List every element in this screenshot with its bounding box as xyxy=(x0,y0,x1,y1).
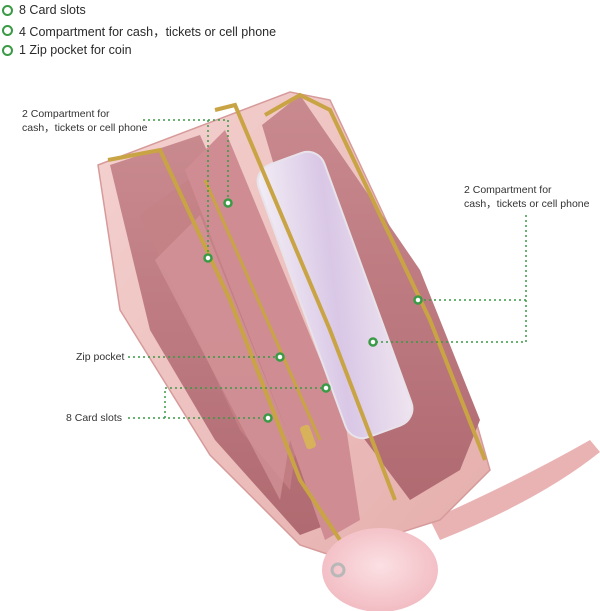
callout-compartment-left: 2 Compartment for cash，tickets or cell p… xyxy=(22,108,148,134)
callout-line-compartment-right-b xyxy=(373,300,527,343)
callout-line-compartment-left-b xyxy=(208,119,229,203)
pompom xyxy=(322,528,438,611)
zipper-right xyxy=(264,92,487,461)
callout-dots xyxy=(203,198,423,423)
callout-dot xyxy=(368,337,378,347)
callout-compartment-right: 2 Compartment for cash，tickets or cell p… xyxy=(464,184,590,210)
callout-card-slots: 8 Card slots xyxy=(66,412,123,424)
callout-lines xyxy=(128,119,527,419)
card-slot-layer xyxy=(155,215,290,500)
zip-pocket-zipper xyxy=(203,179,322,441)
feature-item: 4 Compartment for cash，tickets or cell p… xyxy=(2,20,276,40)
callout-line-card-slots-b xyxy=(164,387,326,418)
zipper-outer xyxy=(107,147,342,542)
callout-dot xyxy=(263,413,273,423)
feature-item: 1 Zip pocket for coin xyxy=(2,40,276,60)
phone xyxy=(256,150,414,440)
callout-dot xyxy=(203,253,213,263)
zipper-pull xyxy=(300,424,316,450)
feature-item: 8 Card slots xyxy=(2,0,276,20)
callout-dot xyxy=(275,352,285,362)
circle-bullet-icon xyxy=(2,24,13,36)
callout-dot xyxy=(413,295,423,305)
circle-bullet-icon xyxy=(2,4,13,16)
circle-bullet-icon xyxy=(2,44,13,56)
feature-list: 8 Card slots 4 Compartment for cash，tick… xyxy=(2,0,276,60)
zipper-ring xyxy=(330,562,346,578)
callout-zip-pocket: Zip pocket xyxy=(76,351,125,363)
callout-dot xyxy=(223,198,233,208)
callout-dot xyxy=(321,383,331,393)
callout-line-compartment-right xyxy=(418,215,527,301)
wrist-strap xyxy=(430,440,600,540)
zipper-middle xyxy=(214,102,397,501)
